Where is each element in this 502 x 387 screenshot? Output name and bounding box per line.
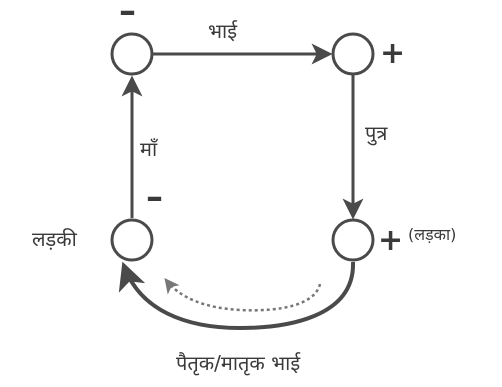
node-bottom-left-label: लड़की [32,227,78,251]
node-bottom-left [110,218,154,262]
node-top-right [331,32,375,76]
sign-top-left: – [119,0,136,31]
node-top-left [110,32,154,76]
node-bottom-right-note: (लड़का) [408,225,456,244]
sign-bottom-left: – [146,177,163,217]
edge-bottom-curve-label: पैतृक/मातृक भाई [176,351,301,376]
sign-top-right: + [380,36,405,71]
edge-bottom-dotted-arrow [164,278,322,312]
edge-top-label: भाई [208,19,238,43]
edge-right-label: पुत्र [365,121,388,146]
edge-left-label: माँ [140,137,158,161]
edge-bottom-curve-arrow [118,261,356,331]
node-bottom-right [331,218,375,262]
sign-bottom-right: + [378,223,403,258]
